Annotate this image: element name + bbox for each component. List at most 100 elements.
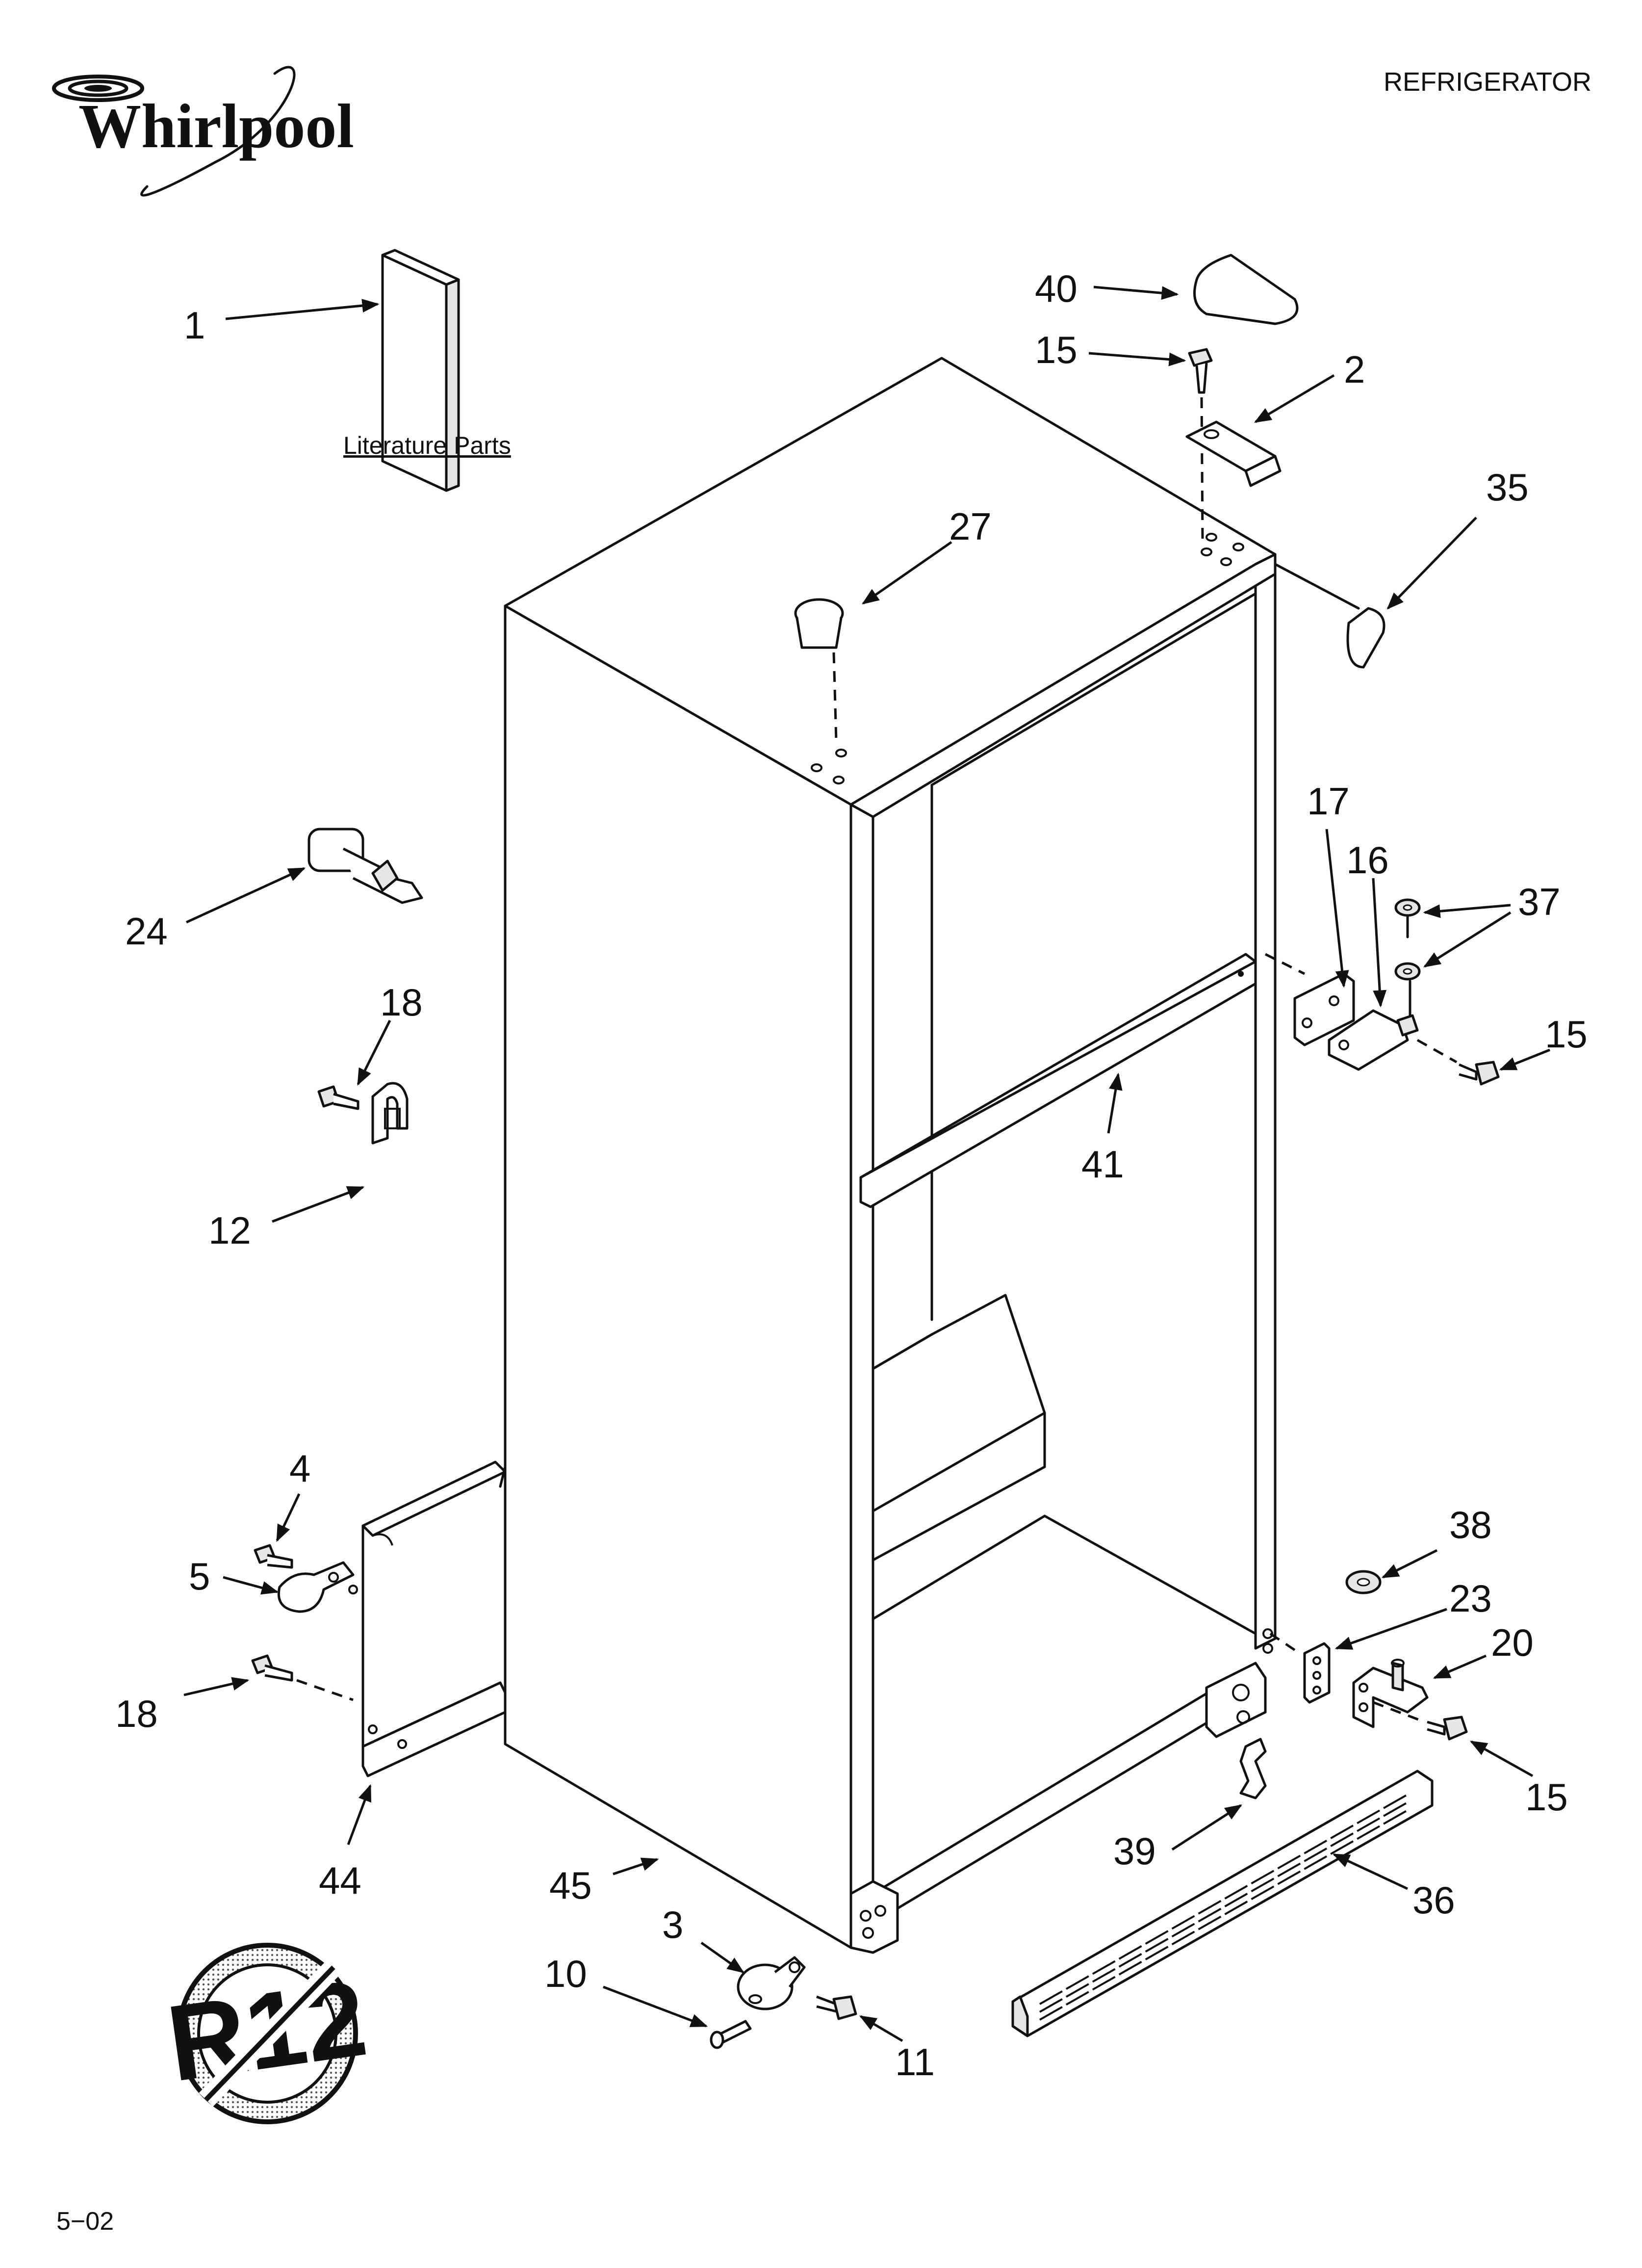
grille-slot (1171, 1930, 1195, 1946)
grille-slot (1065, 1975, 1089, 1990)
callout-37: 37 (1518, 880, 1561, 923)
grille-slot (1118, 1945, 1142, 1960)
grille-slot (1145, 1938, 1169, 1953)
top-hinge-screw (1188, 348, 1213, 540)
clamp-screw-4 (254, 1544, 293, 1569)
roller-3 (737, 1956, 806, 2010)
hinge-cover (1193, 254, 1299, 325)
grille-slot (1118, 1961, 1142, 1976)
axle-pin-10 (710, 2020, 752, 2049)
callout-arrow-37a (1423, 904, 1511, 918)
callout-arrow-27 (862, 541, 952, 605)
callout-arrow-38 (1381, 1549, 1438, 1579)
center-hinge-16 (1328, 1009, 1419, 1071)
literature-booklet (381, 249, 460, 492)
grille-slot (1224, 1901, 1248, 1915)
callout-arrow-3 (700, 1941, 744, 1974)
date-code: 5−02 (56, 2207, 114, 2236)
brand-wordmark: Whirlpool (78, 91, 354, 161)
grille-slot (1277, 1854, 1301, 1870)
grille-slot (1039, 1990, 1063, 2005)
callout-arrow-12 (272, 1186, 365, 1223)
callout-44: 44 (319, 1859, 361, 1902)
refrigerator-cabinet (504, 357, 1277, 1954)
callout-27: 27 (949, 505, 992, 548)
callout-17: 17 (1307, 780, 1350, 823)
grille-slot (1277, 1870, 1301, 1885)
grille-slot (1171, 1915, 1195, 1930)
divider-bar (859, 953, 1257, 1208)
grille-slot (1251, 1877, 1275, 1893)
callout-39: 39 (1113, 1829, 1156, 1873)
grille-slot (1383, 1810, 1407, 1825)
door-stop (308, 828, 423, 904)
document-title: REFRIGERATOR (1384, 67, 1591, 97)
side-panel (348, 1460, 507, 1777)
grille-slot (1224, 1885, 1248, 1900)
callout-18-lower: 18 (115, 1692, 158, 1735)
grille-slot (1357, 1825, 1380, 1840)
callout-3: 3 (662, 1903, 683, 1946)
tube-clamp-5 (277, 1561, 355, 1613)
grille-slot (1065, 1983, 1089, 1998)
callout-arrow-10 (603, 1985, 708, 2028)
grille-slot (1039, 2006, 1063, 2021)
grille-slot (1330, 1840, 1354, 1855)
callout-2: 2 (1344, 348, 1365, 391)
callout-arrow-36 (1332, 1853, 1409, 1890)
grille-slot (1304, 1840, 1328, 1854)
callout-arrow-24 (185, 867, 306, 924)
grille-slot (1171, 1923, 1195, 1938)
grille-slot (1383, 1802, 1407, 1817)
callout-5: 5 (189, 1555, 210, 1598)
callout-arrow-18-upper (357, 1019, 391, 1086)
callout-arrow-23 (1334, 1608, 1447, 1650)
callout-12: 12 (208, 1209, 251, 1252)
callout-15-top: 15 (1035, 328, 1078, 371)
hinge-cap (1274, 563, 1385, 669)
no-r12-badge: R12 (160, 1943, 373, 2124)
callout-arrow-1 (225, 299, 380, 320)
callout-41: 41 (1081, 1143, 1124, 1186)
grille-slot (1330, 1832, 1354, 1847)
callout-arrow-18-lower (183, 1677, 250, 1696)
grille-slot (1251, 1870, 1275, 1885)
roller-screw-11 (816, 1995, 857, 2020)
callout-20: 20 (1491, 1621, 1534, 1664)
grille-slot (1092, 1968, 1116, 1983)
grille-slot (1092, 1960, 1116, 1975)
whirlpool-logo: Whirlpool (52, 66, 354, 197)
literature-parts-label: Literature Parts (343, 432, 511, 459)
washer-37-upper (1394, 898, 1421, 917)
grille-slot (1330, 1825, 1354, 1839)
callout-38: 38 (1449, 1503, 1492, 1546)
callout-18-upper: 18 (380, 981, 423, 1024)
callout-36: 36 (1412, 1878, 1455, 1922)
grille-slot (1224, 1893, 1248, 1907)
grille-slot (1065, 1991, 1089, 2006)
callout-arrow-44 (347, 1784, 372, 1845)
grille-slot (1198, 1915, 1222, 1930)
callout-4: 4 (289, 1447, 310, 1490)
callout-35: 35 (1486, 466, 1529, 509)
grille-slot (1304, 1848, 1328, 1862)
grille-slot (1039, 1998, 1063, 2013)
lower-screw-18 (251, 1654, 354, 1701)
grille-slot (1092, 1976, 1116, 1991)
callout-arrow-37b (1423, 911, 1512, 968)
grille-slot (1304, 1855, 1328, 1870)
grille-slot (1357, 1817, 1380, 1832)
callout-arrow-15-mid (1499, 1048, 1550, 1071)
grille-slot (1198, 1907, 1222, 1923)
callout-arrow-4 (276, 1493, 301, 1542)
callout-arrow-45 (613, 1857, 659, 1876)
callout-arrow-41 (1107, 1072, 1123, 1134)
callout-10: 10 (544, 1952, 587, 1995)
grille-slot (1383, 1794, 1407, 1809)
callout-24: 24 (125, 910, 168, 953)
clamp-bracket (371, 1082, 409, 1145)
callout-arrow-16 (1372, 878, 1387, 1008)
callout-arrow-15-top (1088, 352, 1186, 366)
callout-arrow-35 (1386, 517, 1477, 610)
